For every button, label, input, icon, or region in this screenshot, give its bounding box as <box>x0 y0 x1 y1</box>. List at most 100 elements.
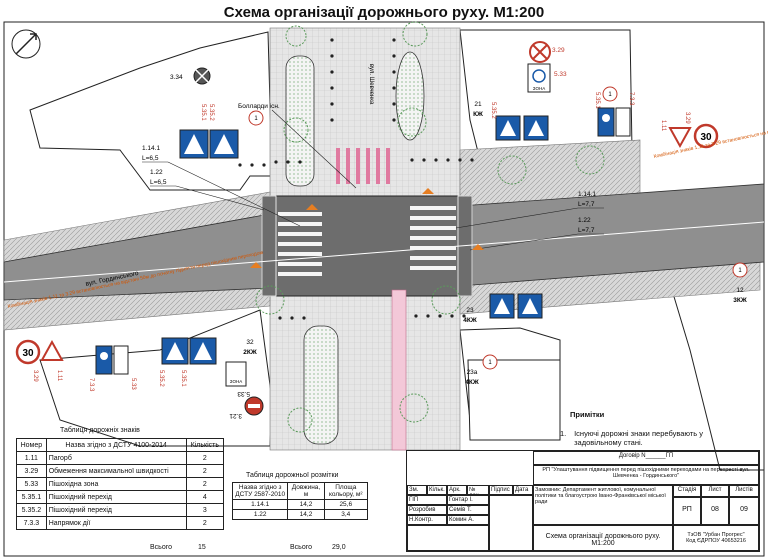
signs-col-count: Кількість <box>185 438 225 452</box>
building-12-type: 3КЖ <box>733 297 747 304</box>
table-row: 5.35.1 Пішохідний перехід 4 <box>16 490 225 504</box>
sign-1-11-right: 30 1.11 3.29 <box>660 112 719 149</box>
stamp-customer: Замовник: Департамент житлової, комуналь… <box>533 485 673 525</box>
building-32-num: 32 <box>246 339 254 346</box>
sign-1-11-left: 30 3.29 1.11 <box>15 339 64 382</box>
marking-table: Назва згідно з ДСТУ 2587-2010 Довжина, м… <box>231 482 369 520</box>
speed-limit-right: 30 <box>700 132 712 143</box>
svg-text:1: 1 <box>738 268 742 274</box>
svg-text:5.35.2: 5.35.2 <box>158 370 164 387</box>
building-23-num: 23 <box>466 307 474 314</box>
svg-text:5.35.2: 5.35.2 <box>490 102 496 119</box>
sign-3-34: 3.34 <box>170 67 211 85</box>
signs-total-value: 15 <box>198 544 206 551</box>
green-islands <box>285 51 425 445</box>
notes-item-text: Існуючі дорожні знаки перебувають у задо… <box>574 429 704 447</box>
table-row: 1.14.1 14,2 25,6 <box>231 499 369 510</box>
svg-text:5.35.1: 5.35.1 <box>180 370 186 387</box>
table-row: 7.3.3 Напрямок дії 2 <box>16 516 225 530</box>
sign-3-29-crossed: 3.29 <box>529 41 565 63</box>
building-21-num: 21 <box>474 101 482 108</box>
signs-col-name: Назва згідно з ДСТУ 4100-2014 <box>45 438 187 452</box>
svg-text:5.35.1: 5.35.1 <box>594 92 600 109</box>
sign-group-far-right: 5.35.1 7.3.3 <box>594 92 634 137</box>
signs-total-label: Всього <box>150 544 173 551</box>
notes-title: Примітки <box>570 410 605 419</box>
signs-col-number: Номер <box>16 438 47 452</box>
stamp-drawing-title: Схема організації дорожнього руху. М1:20… <box>533 525 673 551</box>
svg-text:Болларди існ.: Болларди існ. <box>238 102 280 110</box>
svg-text:1.11: 1.11 <box>56 370 62 382</box>
trees <box>255 21 605 433</box>
svg-text:L=7,7: L=7,7 <box>578 201 595 208</box>
sign-3-21-and-zone: ЗОНА 5.33 3.21 <box>225 361 264 419</box>
svg-text:5.35.2: 5.35.2 <box>208 104 214 121</box>
svg-text:3.21: 3.21 <box>229 412 242 419</box>
dot-rows <box>238 38 474 320</box>
svg-text:1: 1 <box>254 116 258 122</box>
svg-text:L=6,5: L=6,5 <box>142 155 159 162</box>
orange-arrows <box>250 188 484 268</box>
marking-col-length: Довжина, м <box>287 482 325 500</box>
street-label-shevchenka: вул. Шевченка <box>368 64 374 105</box>
table-row: 1.11 Пагорб 2 <box>16 451 225 465</box>
svg-text:ЗОНА: ЗОНА <box>230 379 242 384</box>
svg-text:5.35.1: 5.35.1 <box>200 104 206 121</box>
svg-text:1.22: 1.22 <box>150 169 163 176</box>
sign-group-bottom-left: 7.3.3 5.33 <box>88 345 136 392</box>
table-row: 1.22 14,2 3,4 <box>231 509 369 520</box>
svg-text:3.29: 3.29 <box>684 112 690 124</box>
pink-crosswalk <box>336 148 390 184</box>
stamp-sheet: 08 <box>701 497 729 525</box>
building-12-num: 12 <box>736 287 744 294</box>
bike-path <box>391 289 407 451</box>
svg-text:5.33: 5.33 <box>130 378 136 390</box>
svg-text:1: 1 <box>608 92 612 98</box>
building-21-type: КЖ <box>473 111 483 118</box>
svg-text:5.33: 5.33 <box>554 71 567 78</box>
svg-text:1.22: 1.22 <box>578 217 591 224</box>
building-23a-num: 23а <box>467 369 478 376</box>
svg-text:1.11: 1.11 <box>660 120 666 132</box>
stamp-stage: РП <box>673 497 701 525</box>
sign-pedestrian-zone-top: ЗОНА 5.33 <box>527 63 567 93</box>
svg-text:7.3.3: 7.3.3 <box>88 378 94 392</box>
marking-col-name: Назва згідно з ДСТУ 2587-2010 <box>231 482 289 500</box>
speed-limit-left: 30 <box>22 348 34 359</box>
building-23-type: 4КЖ <box>463 317 477 324</box>
sign-pedestrian-crossing-bottom-left: 5.35.1 5.35.2 <box>158 337 217 387</box>
stamp-company: ТзОВ "Урбан Прогрес" Код ЄДРПОУ 40653216 <box>673 525 759 551</box>
building-23a-type: 4КЖ <box>465 379 479 386</box>
sign-pedestrian-crossing-top-left <box>179 129 239 159</box>
table-row: 3.29 Обмеження максимальної швидкості 2 <box>16 464 225 478</box>
building-32-type: 2КЖ <box>243 349 257 356</box>
sign-pedestrian-crossing-bottom-right <box>489 293 543 319</box>
signs-table: Номер Назва згідно з ДСТУ 4100-2014 Кіль… <box>16 438 225 530</box>
sidewalk-bottom <box>269 287 461 451</box>
ramp-marks <box>261 195 473 297</box>
axis-line <box>3 221 765 283</box>
svg-text:3.34: 3.34 <box>170 74 183 81</box>
title-block: Договір N______ГП РП "Улаштування підвищ… <box>406 450 760 552</box>
north-arrow-icon <box>11 29 41 59</box>
notes-block: Примітки 1. Існуючі дорожні знаки перебу… <box>560 410 750 447</box>
page-title: Схема організації дорожнього руху. М1:20… <box>223 4 545 21</box>
svg-text:1: 1 <box>488 360 492 366</box>
marking-col-area: Площа кольору, м² <box>323 482 369 500</box>
signs-table-caption: Таблиця дорожніх знаків <box>60 427 140 434</box>
sign-codes-vertical-top-left: 5.35.1 5.35.2 <box>200 104 214 121</box>
stamp-sheets: 09 <box>729 497 759 525</box>
svg-text:1.14.1: 1.14.1 <box>578 191 596 198</box>
crosswalk-left <box>278 212 322 276</box>
svg-text:L=7,7: L=7,7 <box>578 227 595 234</box>
svg-text:5.33: 5.33 <box>237 390 250 397</box>
table-row: 5.33 Пішохідна зона 2 <box>16 477 225 491</box>
table-row: 5.35.2 Пішохідний перехід 3 <box>16 503 225 517</box>
svg-text:7.3.3: 7.3.3 <box>628 92 634 106</box>
svg-text:ЗОНА: ЗОНА <box>533 86 545 91</box>
existing-sign-markers: 1 1 1 1 <box>248 86 748 370</box>
notes-item-number: 1. <box>560 429 567 438</box>
svg-text:3.29: 3.29 <box>552 47 565 54</box>
